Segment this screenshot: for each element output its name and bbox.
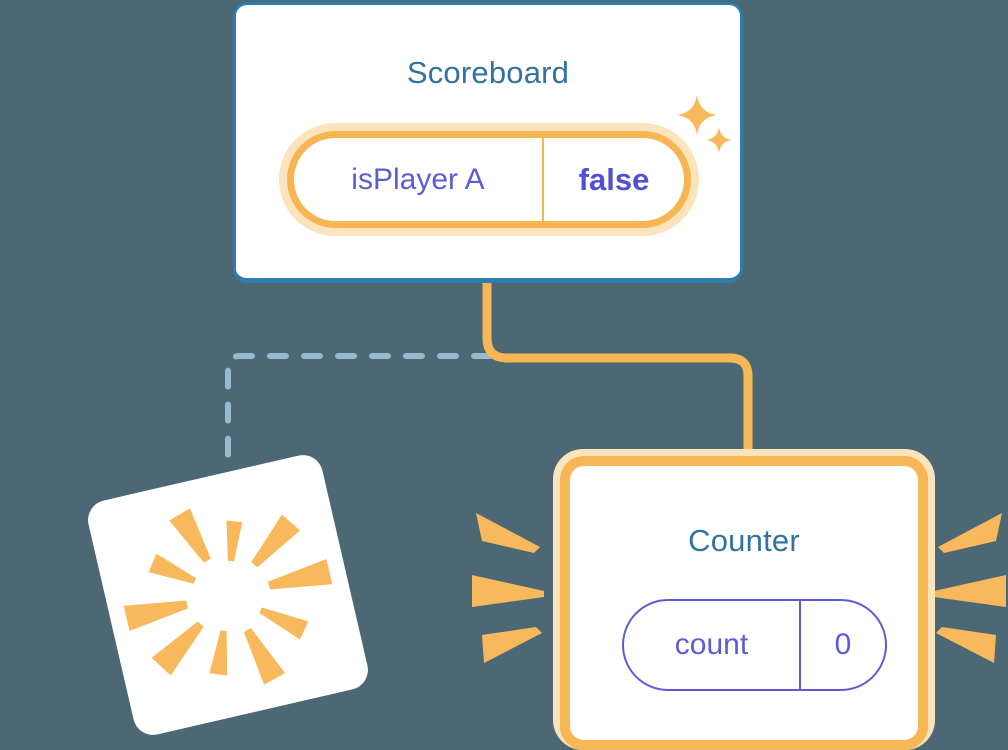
placeholder-card[interactable]: [84, 451, 372, 739]
counter-burst-right-icon: [930, 495, 1008, 685]
counter-card-highlight: Counter count 0: [553, 449, 935, 750]
counter-state-pill[interactable]: count 0: [622, 599, 887, 691]
counter-burst-left-icon: [468, 495, 548, 685]
counter-title: Counter: [688, 523, 800, 558]
scoreboard-title: Scoreboard: [406, 55, 570, 90]
sparkle-small-icon: [705, 126, 733, 154]
scoreboard-state-key: isPlayer A: [294, 138, 544, 221]
scoreboard-state-pill-highlight: isPlayer A false: [279, 123, 699, 236]
connector-scoreboard-to-placeholder: [225, 353, 493, 475]
placeholder-burst-icon: [84, 451, 372, 739]
counter-state-value: 0: [834, 628, 852, 661]
counter-state-key: count: [624, 601, 801, 689]
scoreboard-state-pill[interactable]: isPlayer A false: [287, 131, 691, 228]
sparkle-large-icon: [676, 94, 718, 136]
connector-scoreboard-to-counter: [482, 277, 753, 469]
counter-card[interactable]: Counter count 0: [560, 456, 928, 750]
scoreboard-state-value: false: [578, 161, 650, 197]
scoreboard-card[interactable]: Scoreboard isPlayer A false: [233, 2, 743, 283]
